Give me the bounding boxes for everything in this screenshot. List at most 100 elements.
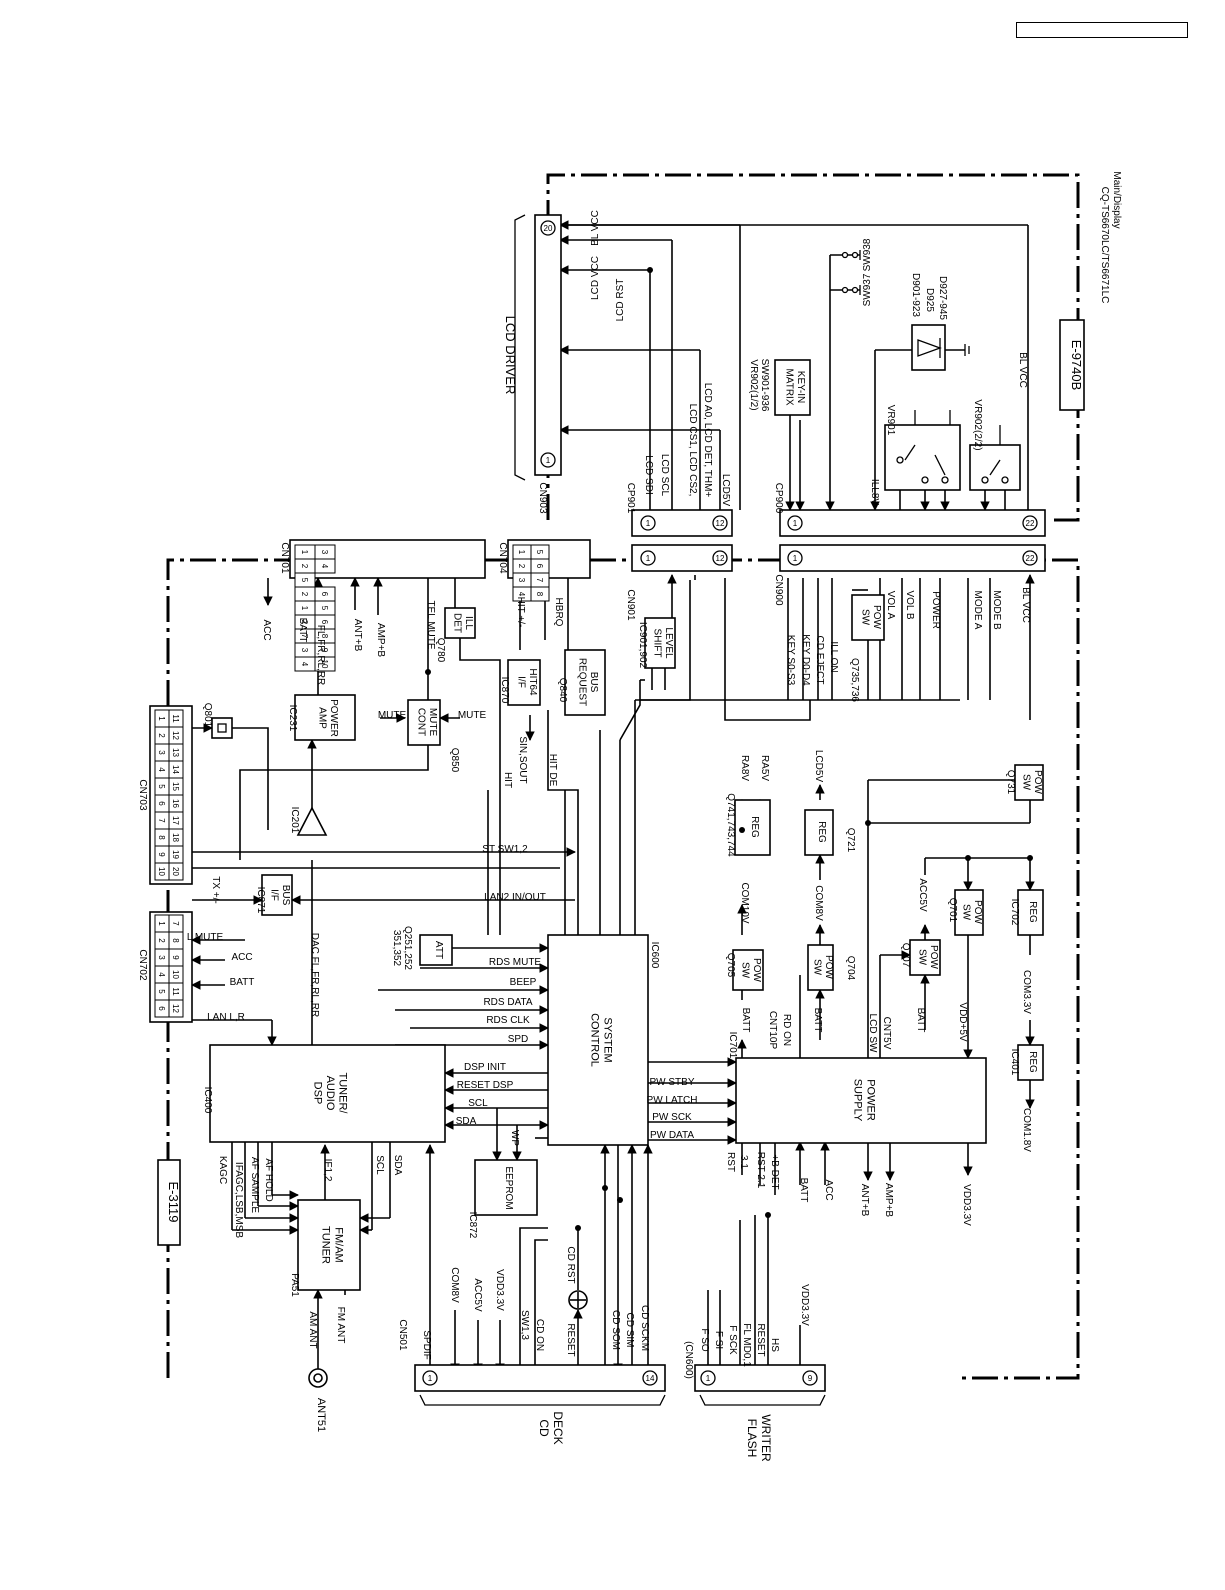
cn701-pin-cell: [314, 558, 336, 574]
cn704-pin-number: 8: [535, 592, 544, 597]
signal-label: CNT5V: [881, 1017, 892, 1050]
pow-sw-q707-box: [909, 939, 941, 976]
mute-cont-ref: Q850: [449, 748, 460, 773]
signal-label: LCD A0, LCD DET, THM+: [702, 383, 713, 498]
pow-sw-q704-label: SW: [811, 959, 822, 976]
model-label: CQ-TS6670LC/TS6671LC: [1099, 187, 1110, 304]
signal-label: L MUTE: [187, 932, 224, 943]
cn704-pin-number: 6: [535, 564, 544, 569]
signal-label: RST: [725, 1152, 736, 1172]
ground-symbols: [217, 250, 1009, 733]
signal-label: LCD5V: [720, 474, 731, 507]
mute-cont-box: [407, 699, 441, 746]
signal-label: HIT: [502, 772, 513, 788]
tuner-dsp-box: [209, 1044, 446, 1143]
signal-label: CD SOM: [610, 1310, 621, 1350]
signal-label: BATT: [798, 1178, 809, 1203]
cp900-strip: [779, 509, 1046, 537]
signal-label: PW DATA: [650, 1130, 694, 1141]
signal-label: RDS DATA: [483, 997, 532, 1008]
cp900-pin-start: 1: [793, 519, 798, 528]
pin-circle-labels: 1 14 1 9 1 12 1 12 1 22 1 22 1 20: [428, 224, 1035, 1383]
signal-label: KEY D0-D4: [800, 634, 811, 686]
cn900-pin-end: 22: [1026, 554, 1035, 563]
cn702-pin-number: 7: [171, 921, 180, 926]
signal-label: ACC: [823, 1179, 834, 1200]
signal-label: F SCK: [727, 1325, 738, 1355]
signal-label: CNT10P: [767, 1011, 778, 1050]
cn704-pin-number: 7: [535, 578, 544, 583]
power-supply-ref: IC701: [727, 1032, 738, 1059]
signal-label: ILL ON: [828, 641, 839, 672]
pow-sw-q735-label: SW: [859, 609, 870, 626]
signal-label: POWER: [930, 591, 941, 629]
signal-label: SW937: [862, 273, 873, 306]
signal-label: AM ANT: [307, 1311, 318, 1348]
eeprom-box: [474, 1159, 538, 1216]
ill-det-box: [444, 607, 476, 639]
eeprom-ref: IC872: [467, 1212, 478, 1239]
cn704-pin-number: 2: [517, 564, 526, 569]
signal-label: PW STBY: [649, 1077, 694, 1088]
key-matrix-box: [774, 359, 811, 416]
cn501-pin-start: 1: [428, 1374, 433, 1383]
cn702-pin-number: 6: [157, 1006, 166, 1011]
pow-sw-q731-label: POW: [1032, 770, 1043, 794]
cn703-pin-number: 17: [171, 816, 180, 825]
signal-label: VOL B: [904, 590, 915, 619]
signal-label: SCL: [374, 1155, 385, 1175]
cn701-pin-number: 5: [300, 578, 309, 583]
signal-label: VDD3.3V: [799, 1284, 810, 1326]
pow-sw-q704-label: POW: [823, 955, 834, 979]
signal-label: CD EJECT: [814, 636, 825, 685]
tuner-dsp-label: TUNER/: [337, 1073, 349, 1115]
eeprom-label: EEPROM: [503, 1166, 514, 1209]
pow-sw-q705-label: POW: [751, 958, 762, 982]
signal-label: F SO: [699, 1328, 710, 1352]
signal-label: D925: [924, 288, 935, 312]
labels: TUNER/AUDIODSPIC400FM/AMTUNERPA51SYSTEMC…: [137, 171, 1122, 1462]
signal-label: WP: [509, 1130, 520, 1146]
system-control-label: SYSTEM: [601, 1017, 613, 1062]
att-box: [419, 934, 453, 966]
external-brackets: [419, 214, 826, 1406]
mute-cont-label: CONT: [415, 708, 426, 736]
signal-label: MUTE: [378, 710, 407, 721]
cn703-pin-number: 13: [171, 748, 180, 757]
reg-ra-label: REG: [749, 816, 760, 838]
signal-label: KEY S0-S3: [785, 635, 796, 686]
cn701-pin-number: 2: [300, 592, 309, 597]
cn701-pin-number: 7: [300, 634, 309, 639]
antenna-label: ANT51: [315, 1398, 327, 1432]
signal-label: AF SAMPLE: [249, 1157, 260, 1213]
pow-sw-q704-box: [807, 944, 834, 991]
signal-label: CD RST: [565, 1246, 576, 1283]
att-ref: 351,352: [391, 930, 402, 967]
signal-label: BEEP: [510, 977, 537, 988]
signal-label: DAC FL,FR,RL,RR: [309, 933, 320, 1017]
cn903-pin-end: 20: [544, 224, 553, 233]
signal-label: LCD SW: [867, 1014, 878, 1053]
signal-label: BL VCC: [590, 210, 601, 246]
cn901-pin-start: 1: [646, 554, 651, 563]
cn703-pin-number: 18: [171, 833, 180, 842]
fm-am-tuner-label: TUNER: [320, 1226, 332, 1264]
cp901-pin-start: 1: [646, 519, 651, 528]
cn703-pin-number: 14: [171, 765, 180, 774]
cn702-pin-number: 5: [157, 989, 166, 994]
cn702-label: CN702: [137, 949, 148, 981]
pow-sw-q701-box: [954, 889, 984, 936]
signal-label: COM8V: [449, 1267, 460, 1303]
signal-label: SDA: [456, 1116, 477, 1127]
reg-ic702-label: REG: [1027, 901, 1038, 923]
signal-label: MODE B: [991, 590, 1002, 630]
pow-sw-q701-ref: Q701: [947, 898, 958, 923]
bus-request-box: [564, 649, 606, 716]
bus-request-label: REQUEST: [576, 658, 587, 706]
signal-label: BATT: [915, 1008, 926, 1033]
signal-label: PW LATCH: [647, 1095, 698, 1106]
reg-ic401-label: REG: [1027, 1051, 1038, 1073]
signal-label: RST 2.1: [755, 1152, 766, 1189]
system-control-box: [547, 934, 649, 1146]
